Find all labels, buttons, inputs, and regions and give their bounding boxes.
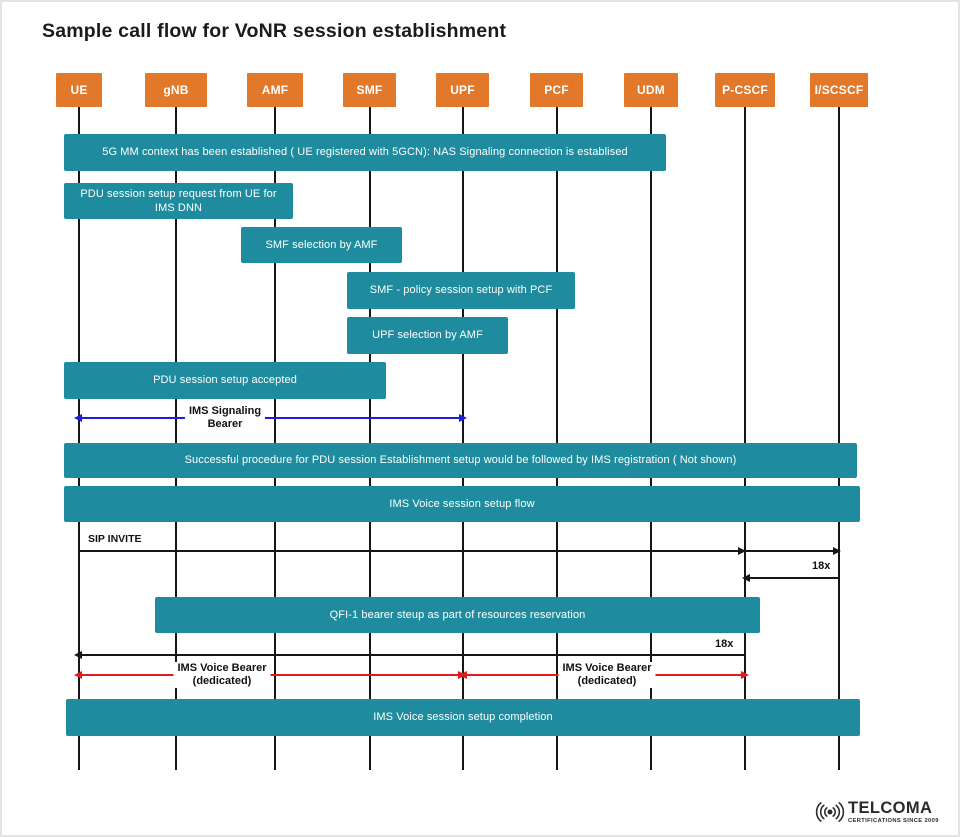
entity-label: UPF: [450, 83, 475, 97]
step-pdu-setup-accepted: PDU session setup accepted: [64, 362, 386, 399]
entity-pcf: PCF: [530, 73, 583, 107]
18x-label-first: 18x: [812, 560, 831, 572]
18x-arrow-iscscf-to-pcscf: [742, 574, 838, 582]
step-ims-voice-flow: IMS Voice session setup flow: [64, 486, 860, 522]
label-line: Bearer: [207, 417, 243, 430]
lifeline-iscscf: [838, 107, 840, 770]
label-line: IMS Voice Bearer: [562, 662, 652, 674]
lifeline-pcf: [556, 107, 558, 770]
logo-name: TELCOMA: [848, 799, 933, 818]
entity-smf: SMF: [343, 73, 396, 107]
step-pdu-setup-request: PDU session setup request from UE for IM…: [64, 183, 293, 219]
label-line: IMS Signaling: [188, 405, 262, 417]
step-smf-selection: SMF selection by AMF: [241, 227, 402, 263]
ims-signaling-bearer-label: IMS Signaling Bearer: [184, 405, 266, 431]
step-text: PDU session setup accepted: [153, 374, 297, 387]
step-text: PDU session setup request from UE for IM…: [80, 187, 277, 214]
entity-label: UE: [70, 83, 88, 97]
18x-label-second: 18x: [715, 638, 734, 650]
entity-label: I/SCSCF: [814, 83, 864, 97]
entity-label: P-CSCF: [722, 83, 768, 97]
ims-voice-bearer-label-left: IMS Voice Bearer (dedicated): [173, 662, 271, 688]
ims-signaling-bearer-arrow: [74, 414, 467, 422]
ims-voice-bearer-label-right: IMS Voice Bearer (dedicated): [558, 662, 656, 688]
lifeline-gnb: [175, 107, 177, 770]
sip-invite-arrow-pcscf-to-iscscf: [746, 547, 841, 555]
entity-label: AMF: [261, 83, 289, 97]
step-text: UPF selection by AMF: [372, 329, 483, 342]
logo-tagline: CERTIFICATIONS SINCE 2009: [848, 817, 939, 824]
entity-gnb: gNB: [145, 73, 207, 107]
step-text: IMS Voice session setup flow: [389, 497, 535, 510]
step-text: Successful procedure for PDU session Est…: [184, 454, 737, 467]
telcoma-signal-icon: [815, 802, 845, 822]
entity-iscscf: I/SCSCF: [810, 73, 868, 107]
step-text: IMS Voice session setup completion: [373, 711, 553, 724]
sip-invite-arrow-ue-to-pcscf: [79, 547, 746, 555]
logo-text: TELCOMA CERTIFICATIONS SINCE 2009: [848, 800, 939, 824]
lifeline-udm: [650, 107, 652, 770]
label-line: (dedicated): [577, 674, 637, 687]
18x-arrow-pcscf-to-ue: [74, 651, 744, 659]
lifeline-upf: [462, 107, 464, 770]
lifeline-ue: [78, 107, 80, 770]
telcoma-logo: TELCOMA CERTIFICATIONS SINCE 2009: [815, 797, 939, 827]
entity-label: PCF: [544, 83, 569, 97]
entity-udm: UDM: [624, 73, 678, 107]
step-smf-policy-session: SMF - policy session setup with PCF: [347, 272, 575, 309]
step-upf-selection: UPF selection by AMF: [347, 317, 508, 354]
lifeline-amf: [274, 107, 276, 770]
entity-label: gNB: [163, 83, 189, 97]
step-text: QFI-1 bearer steup as part of resources …: [329, 608, 586, 621]
step-5g-mm-context: 5G MM context has been established ( UE …: [64, 134, 666, 171]
step-text: SMF - policy session setup with PCF: [369, 284, 553, 297]
entity-ue: UE: [56, 73, 102, 107]
entity-pcscf: P-CSCF: [715, 73, 775, 107]
entity-label: SMF: [356, 83, 383, 97]
entity-amf: AMF: [247, 73, 303, 107]
lifeline-pcscf: [744, 107, 746, 770]
step-qfi1-bearer: QFI-1 bearer steup as part of resources …: [155, 597, 760, 633]
entity-label: UDM: [637, 83, 665, 97]
step-successful-procedure: Successful procedure for PDU session Est…: [64, 443, 857, 478]
entity-upf: UPF: [436, 73, 489, 107]
lifeline-smf: [369, 107, 371, 770]
step-text: SMF selection by AMF: [265, 238, 378, 251]
page-title: Sample call flow for VoNR session establ…: [42, 20, 507, 42]
step-ims-voice-completion: IMS Voice session setup completion: [66, 699, 860, 736]
label-line: (dedicated): [192, 674, 252, 687]
sip-invite-label: SIP INVITE: [88, 533, 142, 545]
label-line: IMS Voice Bearer: [177, 662, 267, 674]
step-text: 5G MM context has been established ( UE …: [102, 146, 628, 159]
